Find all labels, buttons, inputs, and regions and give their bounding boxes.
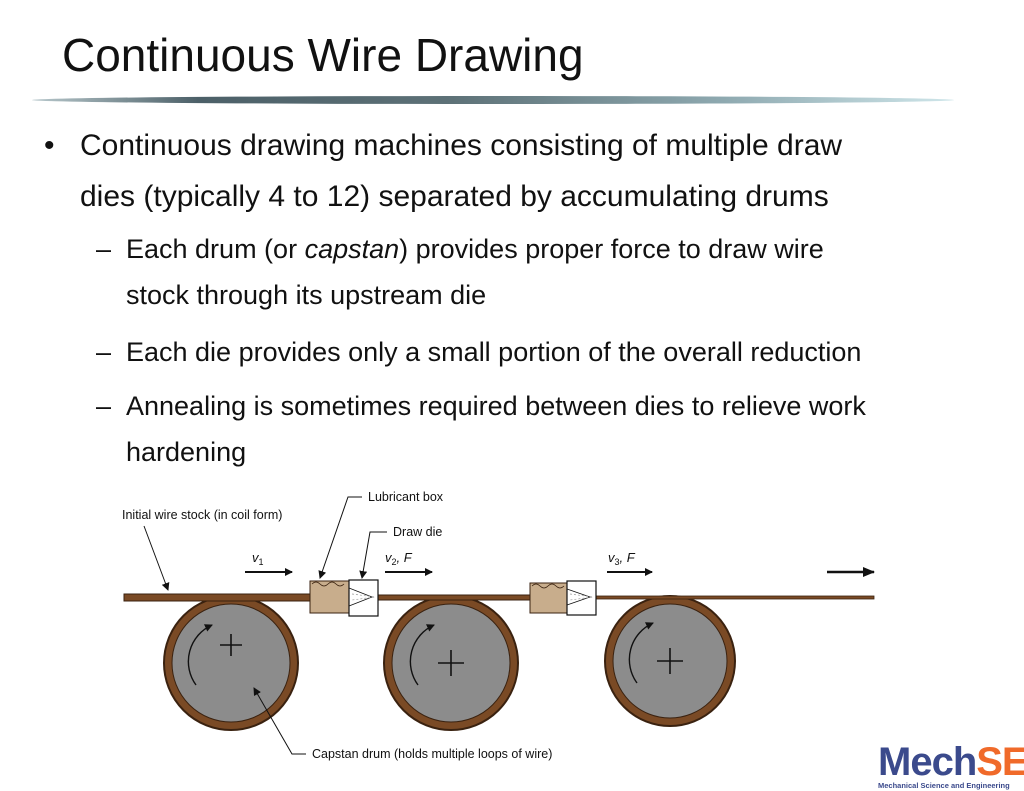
title-underline <box>32 96 954 104</box>
leader-initial-wire-stock <box>143 525 170 591</box>
label-initial-wire-stock: Initial wire stock (in coil form) <box>122 508 282 522</box>
sub-bullet-3-line-1: Annealing is sometimes required between … <box>126 391 866 421</box>
logo-subtitle: Mechanical Science and Engineering <box>878 781 1010 790</box>
sub-bullet-1-pre: Each drum (or <box>126 234 305 264</box>
bullet-marker: • <box>44 129 55 162</box>
logo-wordmark: MechSE <box>878 740 1024 784</box>
capstan-drum-1 <box>163 595 299 731</box>
velocity-label-3: v3, F <box>608 550 636 567</box>
sub-bullet-1-line-1: Each drum (or capstan) provides proper f… <box>126 226 1016 272</box>
wire-drawing-diagram: v1 v2, F v3, F Initial wire stock (in co… <box>122 490 875 761</box>
sub-bullet-3: Annealing is sometimes required between … <box>126 383 1016 475</box>
lubricant-box-1 <box>309 580 351 614</box>
velocity-label-2: v2, F <box>385 550 413 567</box>
leader-lubricant-box <box>318 496 362 579</box>
capstan-drum-2 <box>383 595 519 731</box>
sub-bullet-1-emphasis: capstan <box>304 234 400 264</box>
draw-die-1 <box>348 579 379 617</box>
sub-bullet-2: Each die provides only a small portion o… <box>126 337 862 367</box>
velocity-label-1: v1 <box>252 550 264 567</box>
drum-3-rotation-arrow <box>628 622 654 684</box>
drum-1-rotation-arrow <box>187 624 213 686</box>
drum-2-center-mark <box>438 650 464 676</box>
label-lubricant-box: Lubricant box <box>368 490 444 504</box>
main-bullet-line-2: dies (typically 4 to 12) separated by ac… <box>80 180 829 213</box>
draw-die-2 <box>566 580 597 616</box>
sub-bullet-1: Each drum (or capstan) provides proper f… <box>126 226 1016 318</box>
sub-bullet-marker-2: – <box>96 337 112 367</box>
sub-bullet-marker-3: – <box>96 391 112 421</box>
leader-draw-die <box>359 531 387 579</box>
drum-1-center-mark <box>220 634 242 656</box>
lubricant-box-2 <box>529 582 569 614</box>
label-capstan-drum: Capstan drum (holds multiple loops of wi… <box>312 747 552 761</box>
leader-capstan-drum <box>253 687 306 755</box>
sub-bullet-1-line-2: stock through its upstream die <box>126 280 487 310</box>
slide-title: Continuous Wire Drawing <box>62 29 584 81</box>
wire-segment-1 <box>123 593 311 602</box>
mechse-logo: MechSE Mechanical Science and Engineerin… <box>878 740 1024 791</box>
drum-3-center-mark <box>657 648 683 674</box>
sub-bullet-1-post: ) provides proper force to draw wire <box>399 234 824 264</box>
main-bullet: Continuous drawing machines consisting o… <box>80 120 1015 222</box>
wire-segment-2 <box>377 594 531 601</box>
sub-bullet-marker-1: – <box>96 234 112 264</box>
main-bullet-line-1: Continuous drawing machines consisting o… <box>80 129 843 162</box>
label-draw-die: Draw die <box>393 525 442 539</box>
wire-segment-3 <box>595 595 875 600</box>
sub-bullet-3-line-2: hardening <box>126 437 247 467</box>
capstan-drum-3 <box>604 595 736 727</box>
drum-2-rotation-arrow <box>409 624 435 686</box>
